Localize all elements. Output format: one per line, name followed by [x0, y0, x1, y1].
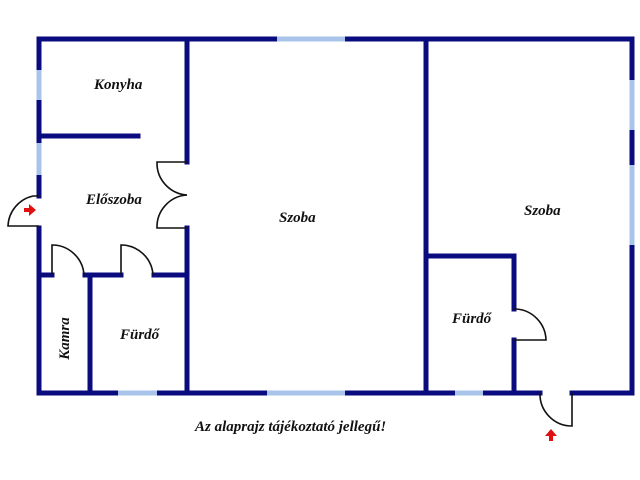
room-label-konyha: Konyha: [94, 77, 143, 93]
room-label-szoba-center: Szoba: [279, 210, 316, 226]
door-kamra: [51, 244, 85, 276]
room-label-eloszoba: Előszoba: [86, 192, 142, 208]
door-entry-left: [7, 195, 39, 227]
arrow-up-icon: [545, 429, 557, 441]
door-furdo-left: [120, 244, 154, 276]
doors: [7, 161, 573, 427]
room-label-szoba-right: Szoba: [524, 203, 561, 219]
door-eloszoba-szoba-top: [156, 161, 188, 196]
windows: [36, 36, 635, 396]
arrow-right-icon: [24, 204, 36, 216]
room-label-furdo-right: Fürdő: [452, 311, 492, 327]
disclaimer-caption: Az alaprajz tájékoztató jellegű!: [195, 419, 387, 435]
door-eloszoba-szoba-bottom: [156, 194, 188, 229]
room-label-kamra: Kamra: [56, 317, 73, 360]
door-entry-bottom: [539, 392, 573, 427]
walls: [36, 36, 635, 396]
room-label-furdo-left: Fürdő: [120, 327, 160, 343]
door-furdo-right: [514, 308, 547, 341]
